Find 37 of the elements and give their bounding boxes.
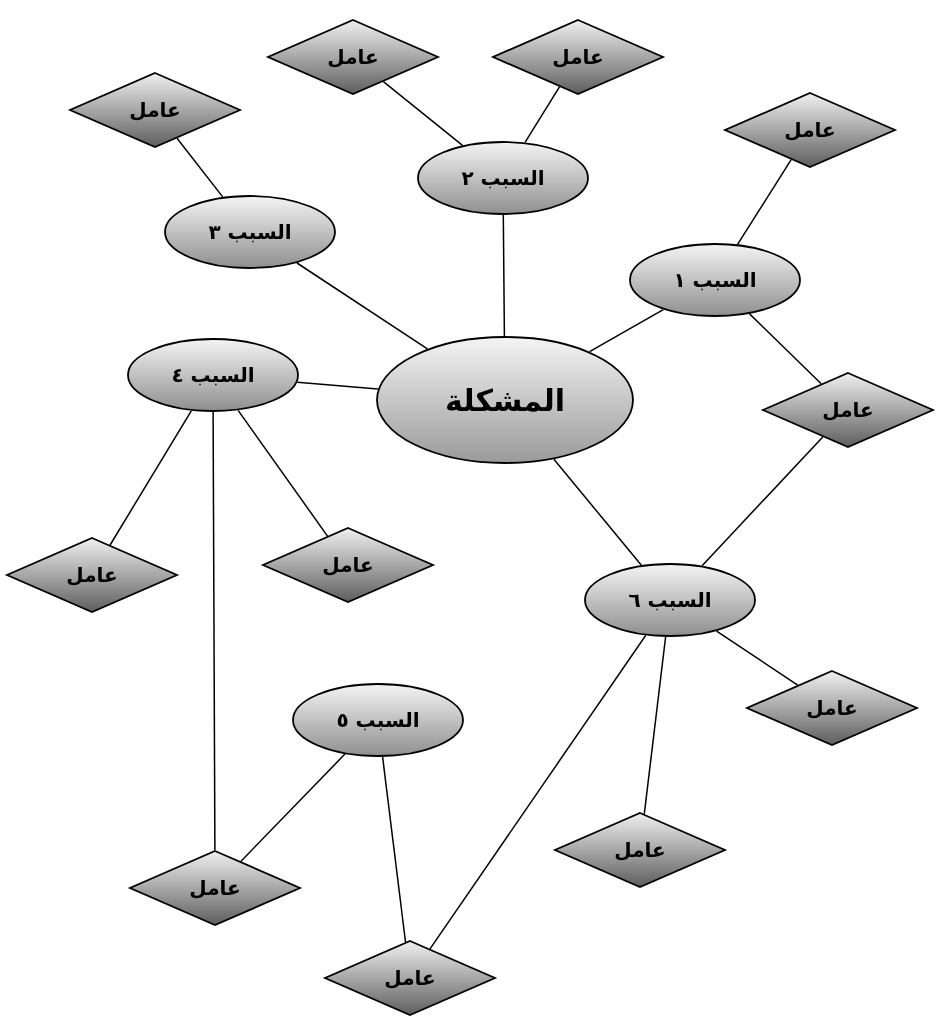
connector-line [715,630,799,686]
factor-diamond: عامل [69,72,241,148]
connector-line [109,410,193,546]
cause-ellipse: السبب ٤ [127,338,299,412]
connector-line [240,753,346,863]
cause-ellipse: السبب ٣ [164,195,336,269]
connector-line [736,158,792,246]
cause-ellipse: السبب ٢ [417,141,589,215]
factor-diamond: عامل [762,372,934,448]
factor-diamond: عامل [492,19,664,95]
connector-line [502,214,506,337]
factor-diamond: عامل [746,670,918,746]
factor-diamond: عامل [324,940,496,1016]
connector-line [524,86,561,143]
connector-line [296,262,429,350]
factor-diamond: عامل [554,812,726,888]
problem-ellipse: المشكلة [376,336,634,464]
connector-line [553,458,642,566]
factor-diamond: عامل [6,537,178,613]
connector-line [212,411,216,851]
connector-line [381,756,407,943]
cause-ellipse: السبب ٥ [292,683,464,757]
connector-line [748,313,822,385]
connector-line [237,409,329,537]
factor-diamond: عامل [724,92,896,168]
connector-line [176,137,224,198]
connector-line [701,436,824,567]
cause-ellipse: السبب ٦ [584,563,756,637]
cause-ellipse: السبب ١ [629,243,801,317]
connector-line [588,308,665,353]
factor-diamond: عامل [267,19,439,95]
connector-line [643,636,667,815]
connector-line [296,381,379,390]
factor-diamond: عامل [129,850,301,926]
factor-diamond: عامل [262,527,434,603]
connector-line [382,80,464,147]
connector-line [429,634,647,950]
